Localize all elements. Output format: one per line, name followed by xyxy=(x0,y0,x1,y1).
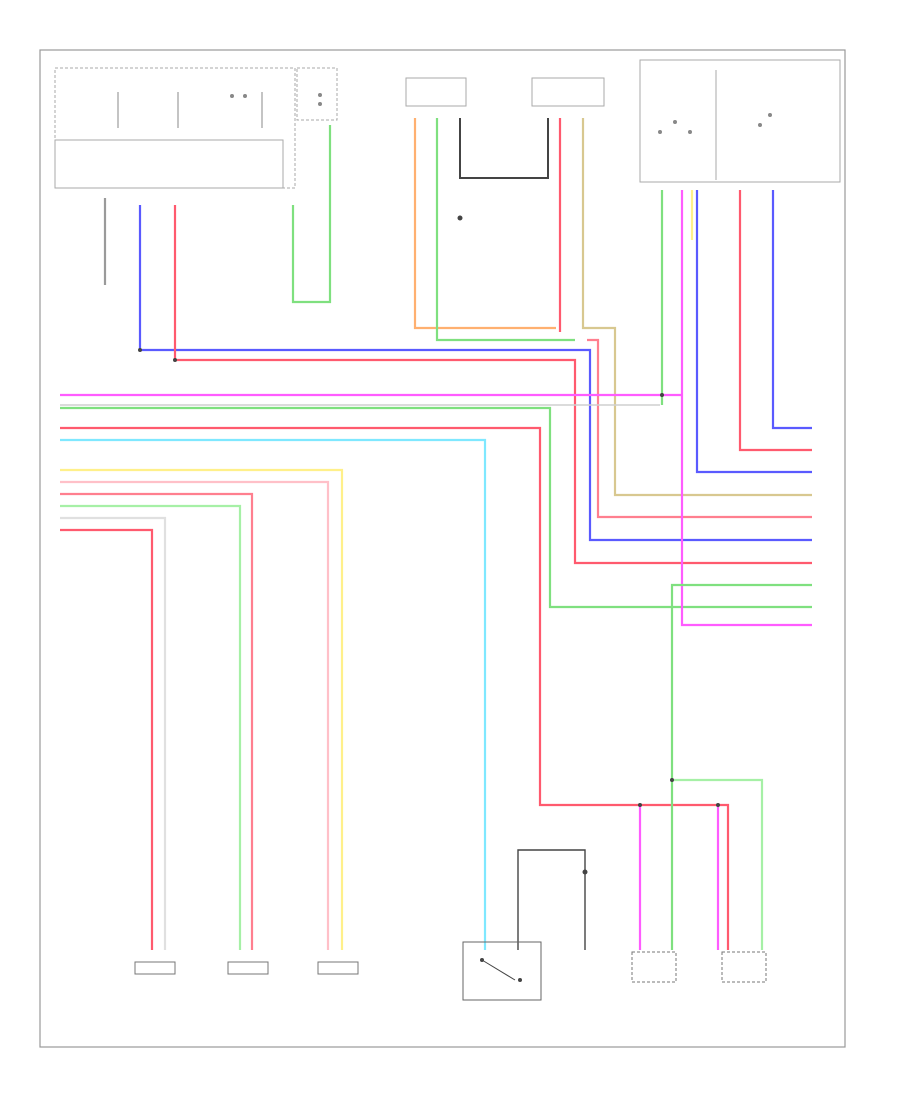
wire-tan-conn2 xyxy=(581,118,812,497)
ecu-connector-component xyxy=(405,77,605,107)
wire-blue-top xyxy=(138,205,812,542)
wire-tan-low xyxy=(60,480,330,950)
splice-points xyxy=(138,215,720,875)
wire-pink-low xyxy=(60,492,254,950)
wire-dark-brake xyxy=(517,849,586,950)
wire-orange xyxy=(413,118,556,330)
wire-green-low xyxy=(60,504,242,950)
wire-light-low xyxy=(60,516,167,950)
wire-green-conn1 xyxy=(435,118,575,342)
wheel-speed-sensors xyxy=(631,951,767,983)
wire-dark-ground xyxy=(459,118,549,179)
wire-blue-right xyxy=(695,190,812,474)
wire-red-top xyxy=(173,205,812,565)
wire-pink-conn1 xyxy=(587,338,812,519)
wire-magenta-right xyxy=(680,190,812,627)
instrument-cluster-component xyxy=(54,67,296,189)
wire-harness xyxy=(60,118,812,950)
wire-light-green-sensor xyxy=(672,778,764,950)
wire-yellow-low xyxy=(60,468,344,950)
wire-red-bus xyxy=(60,426,730,950)
wire-red-low xyxy=(60,528,154,950)
wire-cyan-bus xyxy=(60,438,487,950)
combination-switch-component xyxy=(296,67,338,121)
wire-green-loop xyxy=(291,125,332,304)
control-unit-component xyxy=(639,59,841,183)
wire-green-bus xyxy=(60,406,812,609)
diagram-frame xyxy=(39,49,846,1048)
wire-red-right xyxy=(738,190,812,452)
parking-brake-switch xyxy=(462,941,542,1001)
bottom-connectors xyxy=(134,961,359,975)
wire-green-sensor xyxy=(670,583,812,950)
wire-blue-right2 xyxy=(771,190,812,430)
